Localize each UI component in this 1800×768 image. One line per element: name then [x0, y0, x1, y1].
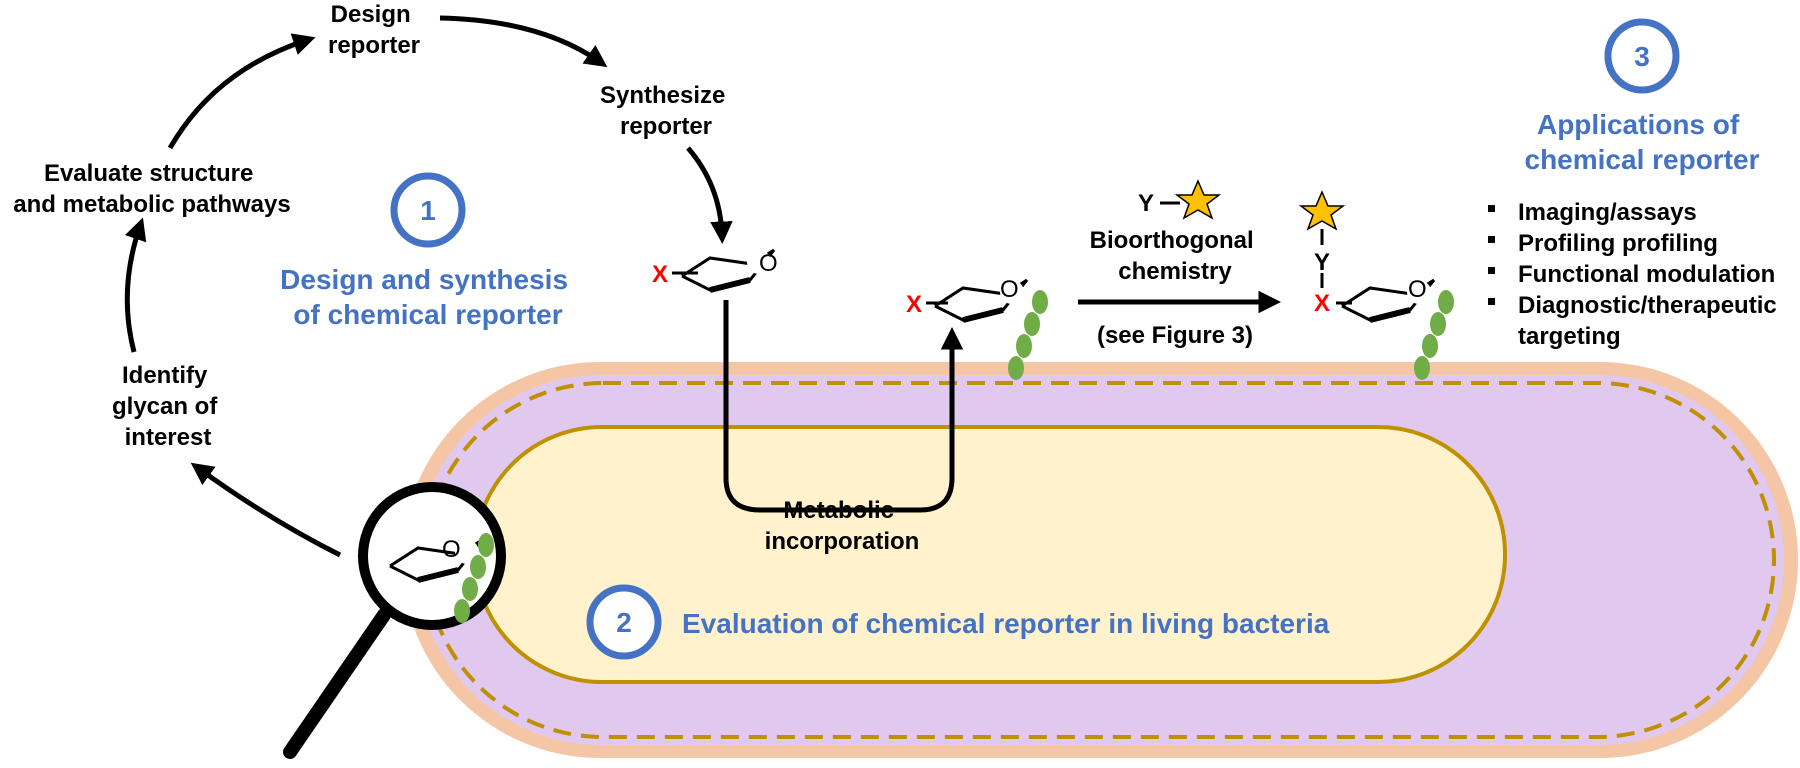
step-1-title-line1: Design and synthesis: [280, 264, 568, 295]
bullet-2: [1488, 236, 1495, 243]
step-2-circle: [586, 584, 662, 660]
identify-glycan-line2: glycan of: [112, 393, 218, 420]
step-2-number: 2: [616, 607, 632, 638]
synthesize-reporter-line1: Synthesize: [600, 82, 725, 109]
arrow-evaluate-to-design: [167, 33, 316, 150]
free-reporter-oxygen: O: [759, 250, 778, 277]
application-item-1: Imaging/assays: [1518, 199, 1697, 226]
application-item-4: Diagnostic/therapeutic: [1518, 292, 1777, 319]
identify-glycan-label: Identify glycan of interest: [112, 362, 224, 451]
dashed-membrane: [424, 381, 1776, 739]
design-reporter-line1: Design: [331, 1, 411, 28]
applications-list: Imaging/assays Profiling profiling Funct…: [1488, 199, 1777, 350]
bacterium-cell: [402, 362, 1798, 758]
metabolic-line1: Metabolic: [783, 497, 894, 524]
product-oxygen: O: [1408, 276, 1427, 303]
step-1-circle: [390, 172, 466, 248]
surface-reporter-x: X: [906, 291, 922, 318]
reagent-y: Y: [1138, 190, 1154, 217]
evaluate-structure-line1: Evaluate structure: [44, 160, 253, 187]
reagent-star-icon: [1174, 179, 1222, 220]
bullet-3: [1488, 267, 1495, 274]
identify-glycan-line1: Identify: [122, 362, 208, 389]
evaluate-structure-label: Evaluate structure and metabolic pathway…: [13, 160, 290, 218]
metabolic-line2: incorporation: [765, 528, 920, 555]
synthesize-reporter-line2: reporter: [620, 113, 712, 140]
application-item-2: Profiling profiling: [1518, 230, 1718, 257]
magnifying-glass-icon: O: [283, 482, 506, 759]
identify-glycan-line3: interest: [125, 424, 212, 451]
see-figure-reference: (see Figure 3): [1097, 322, 1253, 349]
application-item-3: Functional modulation: [1518, 261, 1775, 288]
step-3-title-line2: chemical reporter: [1525, 144, 1760, 175]
step-3-title: Applications of chemical reporter: [1525, 109, 1760, 175]
arrow-design-to-synthesize: [439, 15, 608, 68]
magnified-oxygen: O: [442, 536, 461, 563]
magnified-glycan: O: [390, 533, 494, 623]
bioorthogonal-line1: Bioorthogonal: [1090, 227, 1254, 254]
arrow-magnifier-to-identify: [190, 462, 342, 558]
surface-reporter-oxygen: O: [1000, 276, 1019, 303]
step-3-circle: [1604, 18, 1680, 94]
step-1-title-line2: of chemical reporter: [293, 299, 562, 330]
arrow-synthesize-to-ring: [686, 146, 733, 244]
labeled-product: Y X O: [1298, 190, 1454, 380]
arrow-identify-to-evaluate: [124, 217, 147, 353]
step-2-title: Evaluation of chemical reporter in livin…: [682, 608, 1330, 639]
step-1-number: 1: [420, 195, 436, 226]
magnifier-handle: [283, 608, 391, 759]
metabolic-incorporation-label: Metabolic incorporation: [765, 497, 920, 555]
product-x: X: [1314, 290, 1330, 317]
step-1-title: Design and synthesis of chemical reporte…: [280, 264, 576, 330]
arrow-metabolic-incorporation: [723, 300, 964, 513]
bullet-1: [1488, 205, 1495, 212]
bioorthogonal-line2: chemistry: [1118, 258, 1232, 285]
bioorthogonal-label: Bioorthogonal chemistry: [1090, 227, 1261, 285]
evaluate-structure-line2: and metabolic pathways: [13, 191, 290, 218]
surface-reporter-glycan: X O: [906, 276, 1048, 380]
free-reporter-sugar: X O: [652, 250, 778, 290]
step-3-title-line1: Applications of: [1537, 109, 1740, 140]
step-3-number: 3: [1634, 41, 1650, 72]
design-reporter-line2: reporter: [328, 32, 420, 59]
synthesize-reporter-label: Synthesize reporter: [600, 82, 732, 140]
application-item-4-cont: targeting: [1518, 323, 1621, 350]
design-reporter-label: Design reporter: [328, 1, 420, 59]
bullet-4: [1488, 298, 1495, 305]
product-star-icon: [1298, 190, 1346, 231]
bioorthogonal-reagent: Y: [1138, 179, 1222, 220]
design-cycle-arrows: [124, 15, 1281, 558]
free-reporter-x: X: [652, 261, 668, 288]
product-y: Y: [1314, 249, 1330, 276]
